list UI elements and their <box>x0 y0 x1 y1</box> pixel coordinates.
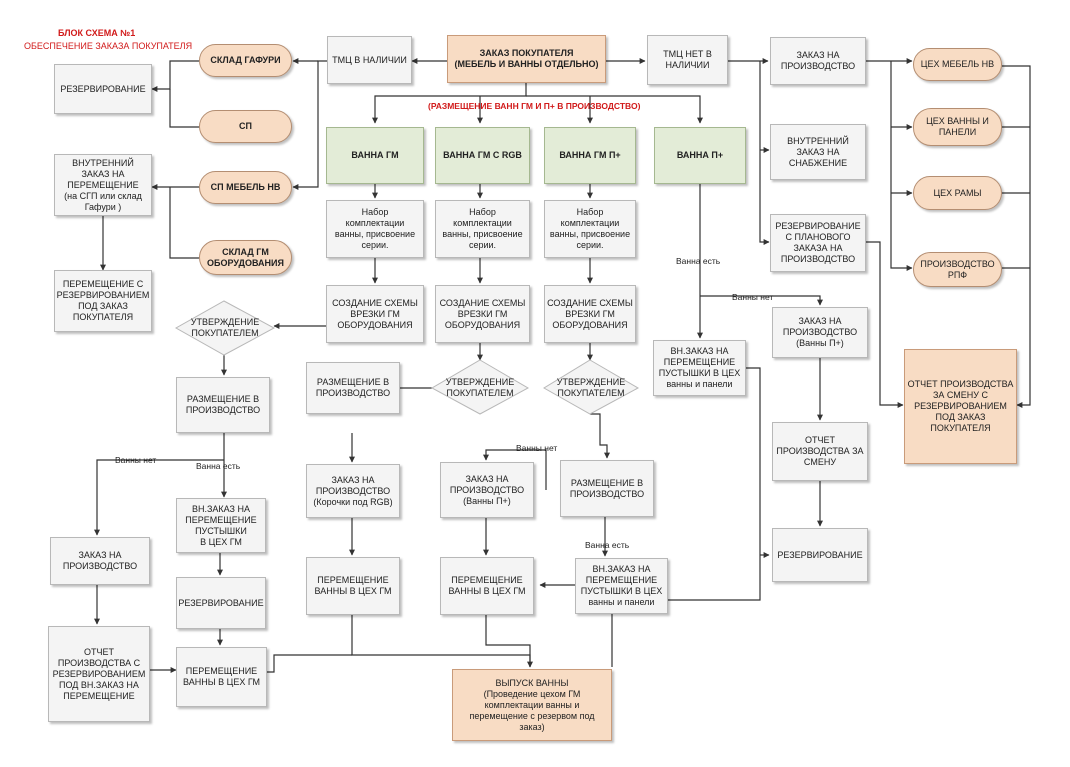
diagram-subtitle: ОБЕСПЕЧЕНИЕ ЗАКАЗА ПОКУПАТЕЛЯ <box>24 41 193 51</box>
placement-node-1: РАЗМЕЩЕНИЕ В ПРОИЗВОДСТВО <box>176 377 270 433</box>
customer-order-node: ЗАКАЗ ПОКУПАТЕЛЯ (МЕБЕЛЬ И ВАННЫ ОТДЕЛЬН… <box>447 35 606 83</box>
diagram-title: БЛОК СХЕМА №1 <box>58 28 136 38</box>
reserve-left-node: РЕЗЕРВИРОВАНИЕ <box>54 64 152 114</box>
kit-node-2: Набор комплектации ванны, присвоение сер… <box>435 200 530 258</box>
internal-supply-order-node: ВНУТРЕННИЙ ЗАКАЗ НА СНАБЖЕНИЕ <box>770 124 866 180</box>
move-gm-node-1: ПЕРЕМЕЩЕНИЕ ВАННЫ В ЦЕХ ГМ <box>176 647 267 707</box>
bath-gm-node: ВАННА ГМ <box>326 127 424 184</box>
bath-yes-label-p: Ванна есть <box>676 256 721 266</box>
shift-report-node: ОТЧЕТ ПРОИЗВОДСТВА ЗА СМЕНУ <box>772 422 868 481</box>
production-order-node: ЗАКАЗ НА ПРОИЗВОДСТВО <box>770 37 866 85</box>
reserve-mid-node: РЕЗЕРВИРОВАНИЕ <box>176 577 266 629</box>
tmc-not-in-stock-node: ТМЦ НЕТ В НАЛИЧИИ <box>647 35 728 85</box>
internal-order-panels-node: ВН.ЗАКАЗ НА ПЕРЕМЕЩЕНИЕ ПУСТЫШКИ В ЦЕХ в… <box>575 558 668 614</box>
sp-furniture-node: СП МЕБЕЛЬ НВ <box>199 171 292 204</box>
approve-diamond-2 <box>430 359 530 415</box>
move-with-reserve-node: ПЕРЕМЕЩЕНИЕ С РЕЗЕРВИРОВАНИЕМ ПОД ЗАКАЗ … <box>54 270 152 332</box>
baths-yes-label-1: Ванна есть <box>196 461 241 471</box>
internal-order-p-node: ВН.ЗАКАЗ НА ПЕРЕМЕЩЕНИЕ ПУСТЫШКИ В ЦЕХ в… <box>653 340 746 396</box>
placement-node-2: РАЗМЕЩЕНИЕ В ПРОИЗВОДСТВО <box>306 362 400 414</box>
bath-gm-rgb-node: ВАННА ГМ С RGB <box>435 127 530 184</box>
placement-note: (РАЗМЕЩЕНИЕ ВАНН ГМ И П+ В ПРОИЗВОДСТВО) <box>428 101 641 111</box>
scheme-node-1: СОЗДАНИЕ СХЕМЫ ВРЕЗКИ ГМ ОБОРУДОВАНИЯ <box>326 285 424 343</box>
bath-gm-p-node: ВАННА ГМ П+ <box>544 127 636 184</box>
approve-label-3: УТВЕРЖДЕНИЕ ПОКУПАТЕЛЕМ <box>556 377 626 398</box>
kit-node-3: Набор комплектации ванны, присвоение сер… <box>544 200 636 258</box>
kit-node-1: Набор комплектации ванны, присвоение сер… <box>326 200 424 258</box>
production-rpf-node: ПРОИЗВОДСТВО РПФ <box>913 252 1002 287</box>
order-rgb-node: ЗАКАЗ НА ПРОИЗВОДСТВО (Корочки под RGB) <box>306 464 400 518</box>
move-gm-node-2: ПЕРЕМЕЩЕНИЕ ВАННЫ В ЦЕХ ГМ <box>306 557 400 615</box>
baths-no-label-1: Ванны нет <box>115 455 157 465</box>
production-order-p-node: ЗАКАЗ НА ПРОИЗВОДСТВО (Ванны П+) <box>772 307 868 358</box>
shop-furniture-node: ЦЕХ МЕБЕЛЬ НВ <box>913 48 1002 81</box>
sp-node: СП <box>199 110 292 143</box>
shift-report-reserve-node: ОТЧЕТ ПРОИЗВОДСТВА ЗА СМЕНУ С РЕЗЕРВИРОВ… <box>904 349 1017 464</box>
move-gm-node-3: ПЕРЕМЕЩЕНИЕ ВАННЫ В ЦЕХ ГМ <box>440 557 534 615</box>
warehouse-gm-node: СКЛАД ГМ ОБОРУДОВАНИЯ <box>199 240 292 275</box>
baths-no-label-p: Ванны нет <box>732 292 774 302</box>
baths-yes-label-2: Ванна есть <box>585 540 630 550</box>
shop-bath-panels-node: ЦЕХ ВАННЫ И ПАНЕЛИ <box>913 108 1002 146</box>
approve-diamond-3 <box>543 359 640 415</box>
report-left-node: ОТЧЕТ ПРОИЗВОДСТВА С РЕЗЕРВИРОВАНИЕМ ПОД… <box>48 626 150 722</box>
baths-no-label-2: Ванны нет <box>516 443 558 453</box>
shop-frames-node: ЦЕХ РАМЫ <box>913 176 1002 210</box>
approve-diamond-1 <box>174 300 276 356</box>
placement-node-3: РАЗМЕЩЕНИЕ В ПРОИЗВОДСТВО <box>560 460 654 517</box>
production-order-left-node: ЗАКАЗ НА ПРОИЗВОДСТВО <box>50 537 150 585</box>
order-p-node: ЗАКАЗ НА ПРОИЗВОДСТВО (Ванны П+) <box>440 462 534 518</box>
scheme-node-2: СОЗДАНИЕ СХЕМЫ ВРЕЗКИ ГМ ОБОРУДОВАНИЯ <box>435 285 530 343</box>
scheme-node-3: СОЗДАНИЕ СХЕМЫ ВРЕЗКИ ГМ ОБОРУДОВАНИЯ <box>544 285 636 343</box>
bath-p-node: ВАННА П+ <box>654 127 746 184</box>
warehouse-gafuri-node: СКЛАД ГАФУРИ <box>199 44 292 77</box>
bath-release-node: ВЫПУСК ВАННЫ (Проведение цехом ГМ компле… <box>452 669 612 741</box>
tmc-in-stock-node: ТМЦ В НАЛИЧИИ <box>327 36 412 84</box>
internal-order-gm-node: ВН.ЗАКАЗ НА ПЕРЕМЕЩЕНИЕ ПУСТЫШКИ В ЦЕХ Г… <box>176 498 266 553</box>
reserve-planned-order-node: РЕЗЕРВИРОВАНИЕ С ПЛАНОВОГО ЗАКАЗА НА ПРО… <box>770 214 866 272</box>
internal-move-order-node: ВНУТРЕННИЙ ЗАКАЗ НА ПЕРЕМЕЩЕНИЕ (на СГП … <box>54 154 152 216</box>
reserve-right-node: РЕЗЕРВИРОВАНИЕ <box>772 528 868 582</box>
approve-label-1: УТВЕРЖДЕНИЕ ПОКУПАТЕЛЕМ <box>190 317 260 338</box>
approve-label-2: УТВЕРЖДЕНИЕ ПОКУПАТЕЛЕМ <box>445 377 515 398</box>
